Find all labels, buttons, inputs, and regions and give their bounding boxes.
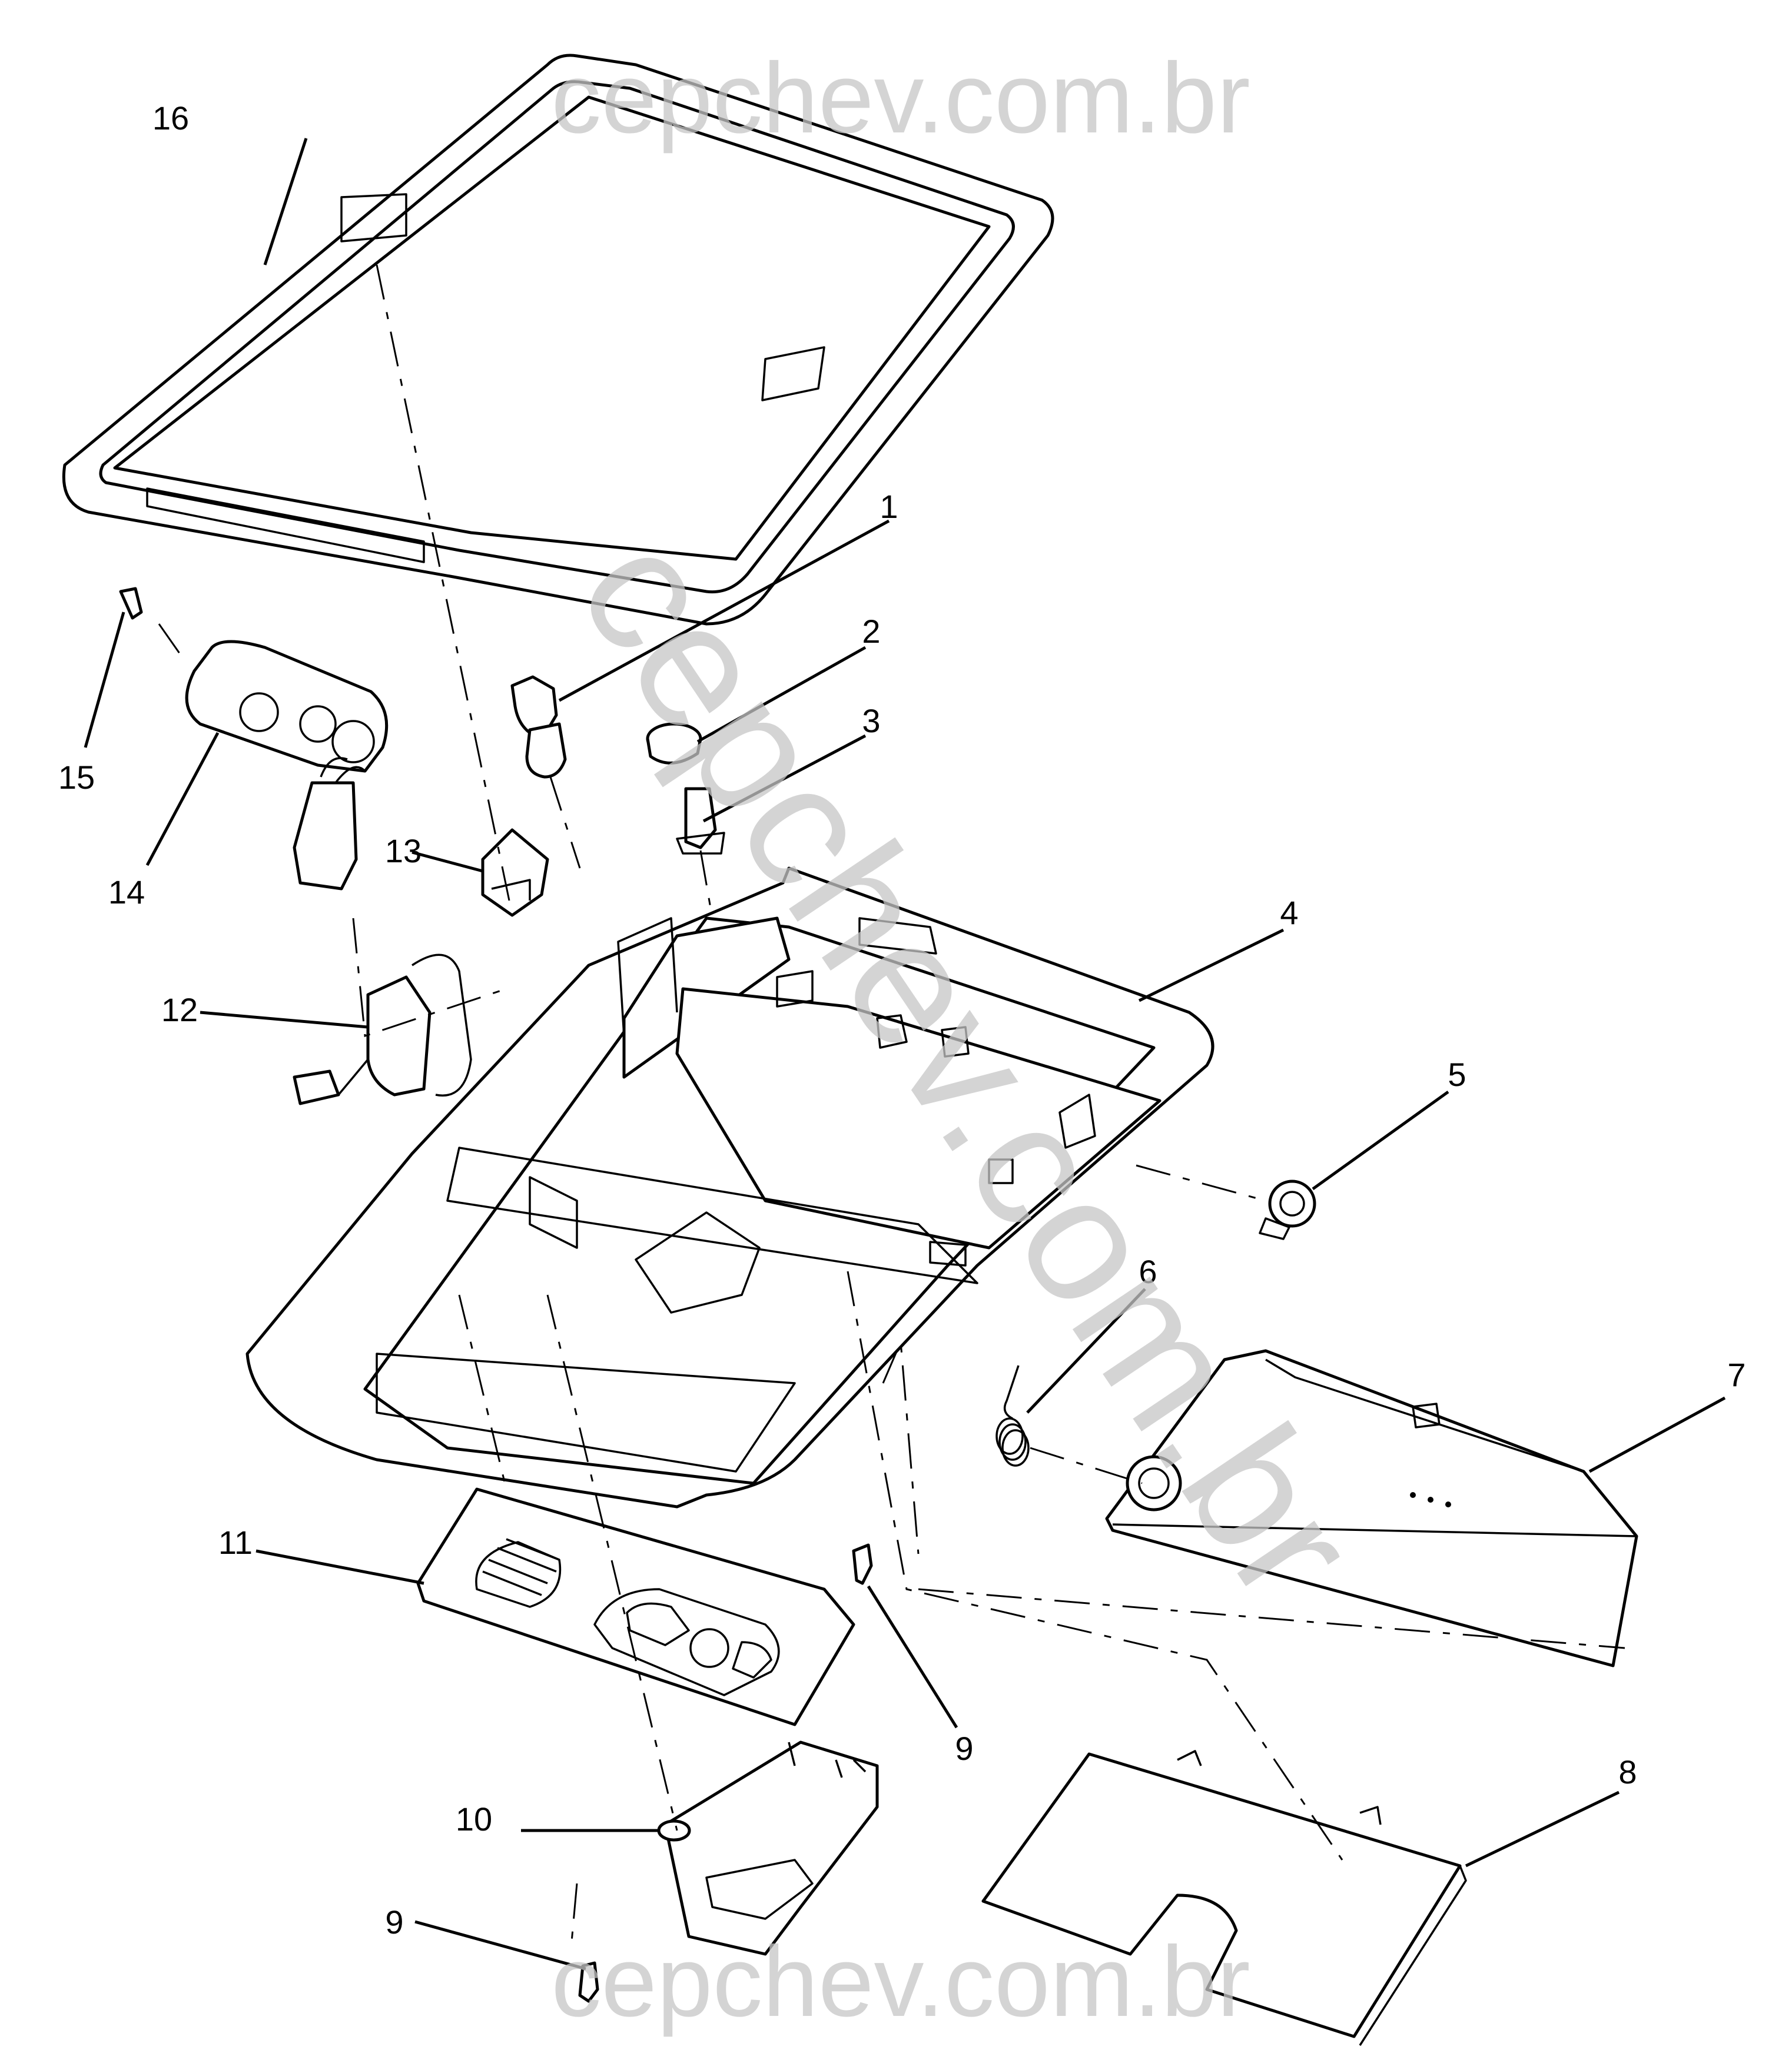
watermark-bottom: cepchev.com.br: [551, 1926, 1250, 2038]
part-10-lamp-module: [657, 1740, 879, 1956]
callout-9-upper: 9: [955, 1730, 973, 1767]
part-13-clip: [481, 828, 549, 917]
callout-2: 2: [862, 613, 880, 650]
part-6-spring: [995, 1365, 1030, 1467]
part-16-headliner-frame: [62, 54, 1054, 626]
callout-7: 7: [1727, 1356, 1745, 1393]
callout-labels: 1 2 3 4 5 6 7 8 9 9 10 11 12 13 14 15 16: [58, 99, 1746, 1941]
callout-16: 16: [152, 99, 189, 137]
callout-1: 1: [880, 488, 898, 525]
leader-lines: [84, 138, 1726, 1971]
part-8-bin-door: [981, 1750, 1467, 2046]
callout-6: 6: [1139, 1253, 1157, 1290]
callout-4: 4: [1280, 894, 1298, 931]
callout-15: 15: [58, 759, 95, 796]
part-4-console-housing: [245, 866, 1214, 1509]
assembly-lines: [158, 264, 1625, 1949]
part-14-lamp-assembly: [185, 640, 389, 891]
callout-14: 14: [108, 873, 145, 911]
screw-15: [119, 587, 143, 620]
part-5-retainer: [1259, 1180, 1316, 1240]
callout-5: 5: [1448, 1056, 1466, 1093]
part-12-connector: [293, 954, 472, 1105]
part-7-storage-bin: [1105, 1349, 1638, 1667]
part-2-grommet: [646, 722, 702, 765]
callout-10: 10: [456, 1800, 492, 1838]
part-1-bulb: [510, 675, 567, 779]
part-11-lower-bezel: [416, 1487, 855, 1726]
callout-13: 13: [385, 832, 422, 869]
callout-9-lower: 9: [385, 1903, 403, 1941]
screw-9-upper: [852, 1543, 873, 1585]
watermark-top: cepchev.com.br: [551, 42, 1250, 154]
callout-3: 3: [862, 702, 880, 739]
callout-12: 12: [161, 991, 198, 1028]
part-3-clip: [676, 787, 725, 855]
screw-9-lower: [578, 1961, 599, 2003]
callout-8: 8: [1618, 1753, 1637, 1790]
callout-11: 11: [218, 1524, 253, 1561]
